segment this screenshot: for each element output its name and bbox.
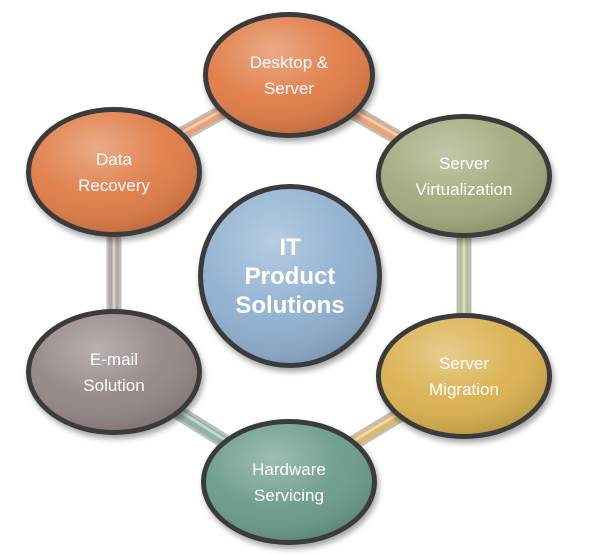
node-hardware-servicing-label-line: Servicing — [254, 486, 324, 505]
node-desktop-server-gloss — [208, 17, 370, 133]
node-data-recovery-label-line: Data — [96, 150, 132, 169]
node-hardware-servicing-label-line: Hardware — [252, 460, 326, 479]
node-server-virtualization-label-line: Virtualization — [415, 180, 512, 199]
center-node-label-line: Product — [245, 263, 336, 290]
center-node-gloss — [203, 189, 377, 363]
node-data-recovery-label-line: Recovery — [78, 176, 150, 195]
node-server-migration-gloss — [381, 318, 547, 434]
node-server-migration-label-line: Migration — [429, 380, 499, 399]
node-desktop-server-label-line: Server — [264, 79, 314, 98]
center-node-label-line: IT — [279, 234, 301, 261]
node-email-solution-label-line: Solution — [83, 376, 144, 395]
center-node-label-line: Solutions — [235, 292, 344, 319]
node-email-solution-gloss — [31, 314, 197, 430]
node-desktop-server-label-line: Desktop & — [250, 53, 329, 72]
node-email-solution-label-line: E-mail — [90, 350, 138, 369]
node-server-virtualization-gloss — [381, 119, 547, 233]
node-data-recovery-gloss — [31, 112, 197, 232]
node-desktop-server: Desktop & Server — [203, 12, 375, 138]
nodes-layer: Desktop &ServerServerVirtualizationServe… — [26, 12, 552, 545]
node-server-migration-label-line: Server — [439, 354, 489, 373]
node-hardware-servicing-gloss — [206, 424, 372, 540]
node-server-virtualization-label-line: Server — [439, 154, 489, 173]
